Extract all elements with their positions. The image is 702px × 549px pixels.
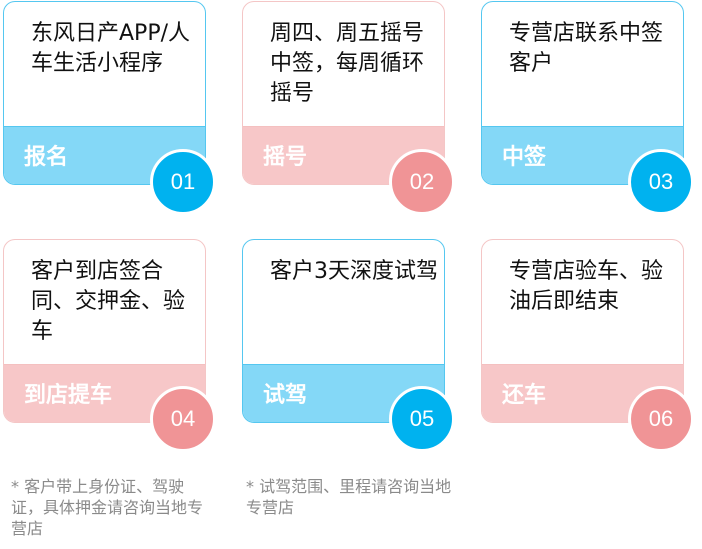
step-description: 周四、周五摇号中签，每周循环摇号 (270, 21, 425, 106)
step-number-badge: 02 (389, 149, 455, 215)
step-number-badge: 06 (628, 386, 694, 452)
step-title-band: 到店提车 (4, 364, 205, 422)
step-number-badge: 05 (389, 386, 455, 452)
step-title: 摇号 (263, 145, 308, 170)
step-title: 报名 (24, 145, 69, 170)
step-title: 中签 (502, 145, 547, 170)
step-title: 到店提车 (24, 383, 113, 408)
step-description: 客户3天深度试驾 (270, 259, 438, 284)
footnote-test-drive: * 试驾范围、里程请咨询当地专营店 (246, 477, 452, 517)
footnote-pickup: * 客户带上身份证、驾驶证，具体押金请咨询当地专营店 (11, 477, 204, 538)
step-description: 专营店联系中签客户 (509, 21, 664, 76)
step-title: 试驾 (263, 383, 308, 408)
step-title: 还车 (502, 383, 547, 408)
step-number-badge: 04 (150, 386, 216, 452)
step-description: 客户到店签合同、交押金、验车 (31, 259, 186, 344)
step-number-badge: 01 (150, 149, 216, 215)
step-description: 专营店验车、验油后即结束 (509, 259, 664, 314)
step-card-04: 客户到店签合同、交押金、验车 到店提车 (3, 239, 206, 423)
step-number-badge: 03 (628, 149, 694, 215)
step-description: 东风日产APP/人车生活小程序 (31, 21, 190, 76)
step-card-05: 客户3天深度试驾 试驾 (242, 239, 445, 423)
